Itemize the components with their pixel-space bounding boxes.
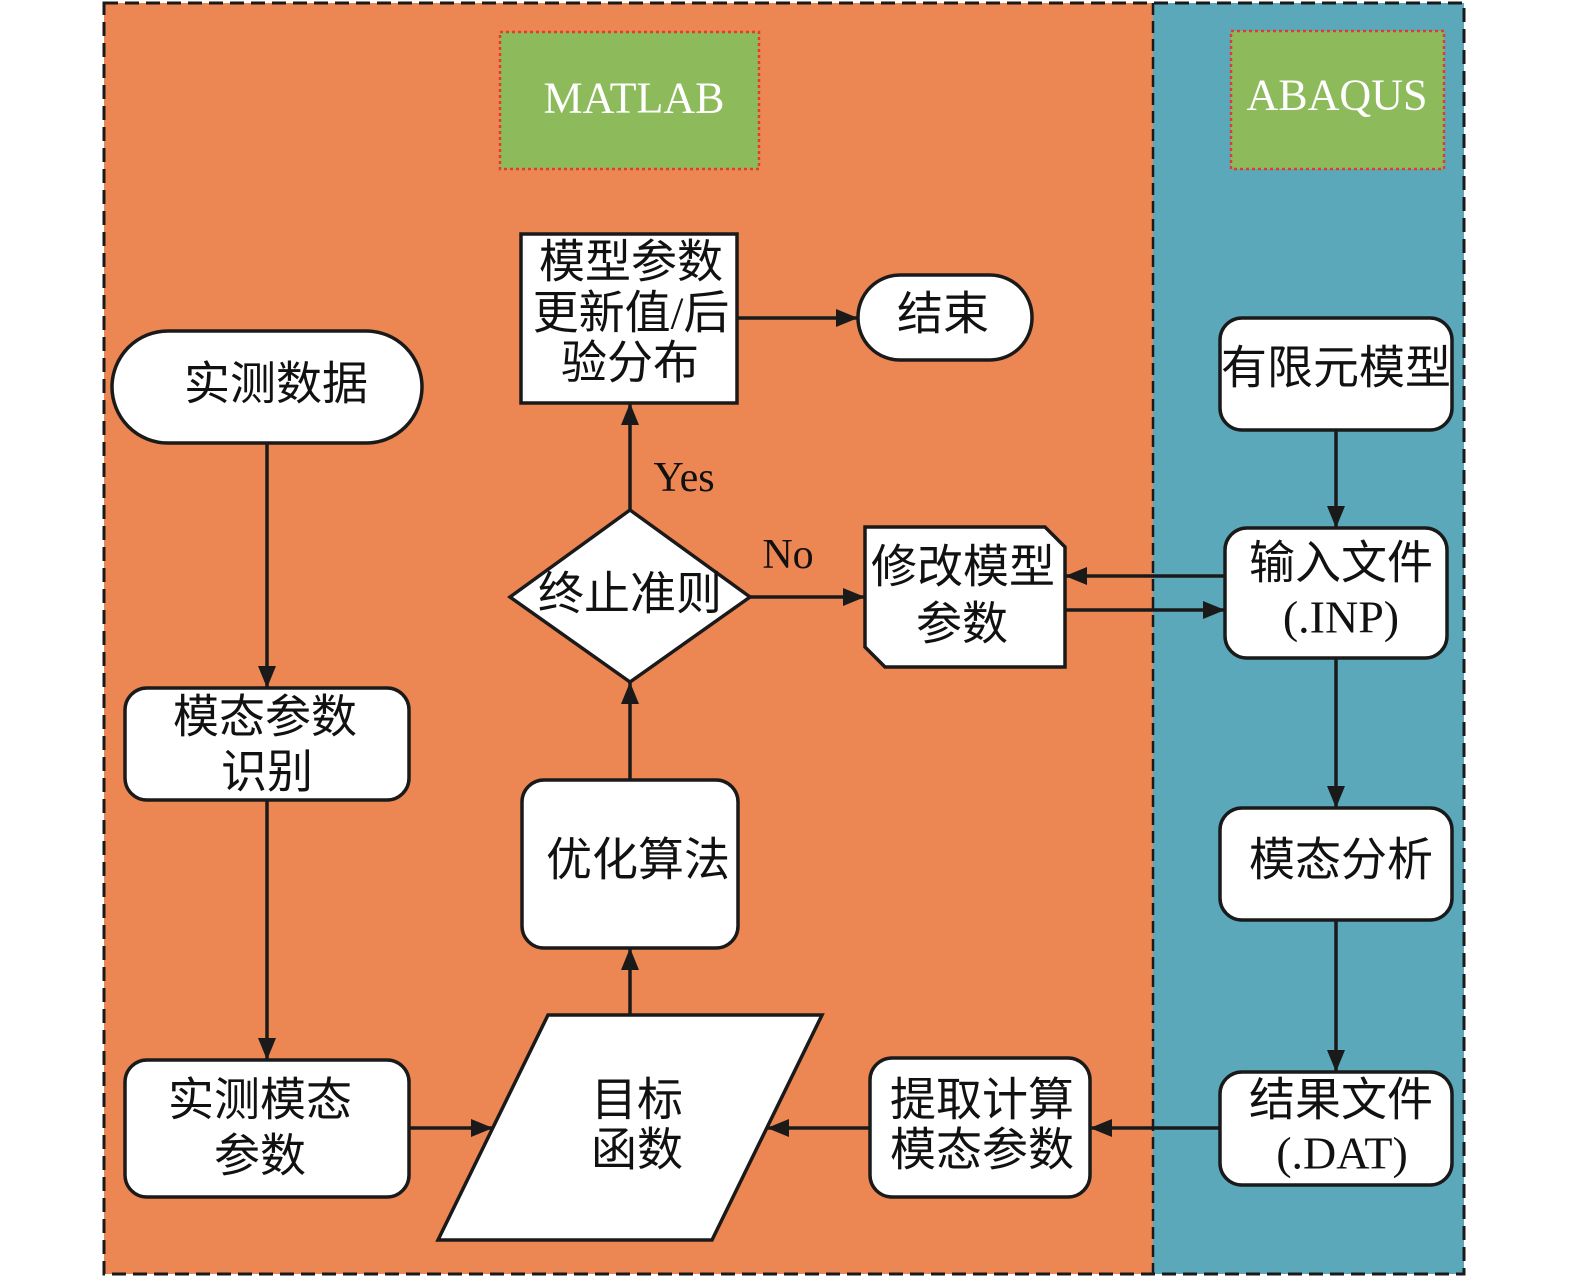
update-values-label-line3: 验分布	[561, 338, 699, 389]
measured-modal-params-label-line1: 实测模态	[168, 1075, 352, 1126]
modal-identification-label-line1: 模态参数	[173, 692, 357, 743]
node-result-file: 结果文件 (.DAT)	[1218, 1070, 1454, 1187]
extract-modal-params-label-line1: 提取计算	[890, 1075, 1074, 1126]
edge-label-yes: Yes	[653, 455, 714, 501]
modify-params-label-line1: 修改模型	[871, 542, 1055, 593]
end-label: 结束	[897, 289, 989, 340]
extract-modal-params-label-line2: 模态参数	[890, 1125, 1074, 1176]
modify-params-label-line2: 参数	[916, 599, 1008, 650]
measured-modal-params-shape	[123, 1058, 411, 1199]
termination-label: 终止准则	[538, 569, 722, 620]
objective-function-shape	[435, 1013, 825, 1242]
optimization-label: 优化算法	[546, 835, 730, 886]
measured-data-shape	[110, 329, 424, 445]
outer-frame	[102, 1, 1466, 1276]
objective-function-label-line2: 函数	[591, 1125, 683, 1176]
measured-modal-params-label-line2: 参数	[214, 1131, 306, 1182]
node-extract-modal-params: 提取计算 模态参数	[868, 1056, 1092, 1199]
node-modal-identification: 模态参数 识别	[123, 686, 411, 802]
node-measured-modal-params: 实测模态 参数	[123, 1058, 411, 1199]
node-termination: 终止准则	[506, 507, 754, 685]
result-file-label-line2: (.DAT)	[1276, 1128, 1408, 1179]
update-values-shape	[519, 232, 739, 405]
modal-identification-label-line2: 识别	[221, 747, 313, 798]
modal-analysis-shape	[1218, 806, 1454, 922]
node-fe-model: 有限元模型	[1218, 316, 1454, 432]
update-values-label-line1: 模型参数	[539, 237, 723, 288]
fe-model-shape	[1218, 316, 1454, 432]
extract-modal-params-shape	[868, 1056, 1092, 1199]
node-modify-params: 修改模型 参数	[863, 525, 1067, 669]
modify-params-shape	[863, 525, 1067, 669]
node-input-file: 输入文件 (.INP)	[1223, 526, 1449, 660]
matlab-label-text: MATLAB	[544, 74, 725, 123]
input-file-shape	[1223, 526, 1449, 660]
node-optimization: 优化算法	[520, 778, 740, 950]
node-modal-analysis: 模态分析	[1218, 806, 1454, 922]
modal-identification-shape	[123, 686, 411, 802]
optimization-shape	[520, 778, 740, 950]
node-objective-function: 目标 函数	[435, 1013, 825, 1242]
abaqus-label: ABAQUS	[1229, 29, 1446, 171]
input-file-label-line1: 输入文件	[1249, 538, 1433, 589]
end-shape	[856, 273, 1034, 362]
objective-function-label-line1: 目标	[591, 1075, 683, 1126]
modal-analysis-label: 模态分析	[1249, 835, 1433, 886]
update-values-label-line2: 更新值/后	[533, 288, 730, 339]
input-file-label-line2: (.INP)	[1283, 592, 1399, 643]
matlab-label: MATLAB	[498, 30, 761, 171]
abaqus-label-box	[1229, 29, 1446, 171]
fe-model-label: 有限元模型	[1221, 343, 1451, 394]
matlab-label-box	[498, 30, 761, 171]
measured-data-label: 实测数据	[184, 359, 368, 410]
edge-label-no: No	[762, 532, 813, 578]
node-measured-data: 实测数据	[110, 329, 424, 445]
node-end: 结束	[856, 273, 1034, 362]
result-file-label-line1: 结果文件	[1249, 1075, 1433, 1126]
edges: Yes No	[258, 309, 1345, 1137]
termination-shape	[506, 507, 754, 685]
result-file-shape	[1218, 1070, 1454, 1187]
node-update-values: 模型参数 更新值/后 验分布	[519, 232, 739, 405]
abaqus-label-text: ABAQUS	[1247, 71, 1428, 120]
